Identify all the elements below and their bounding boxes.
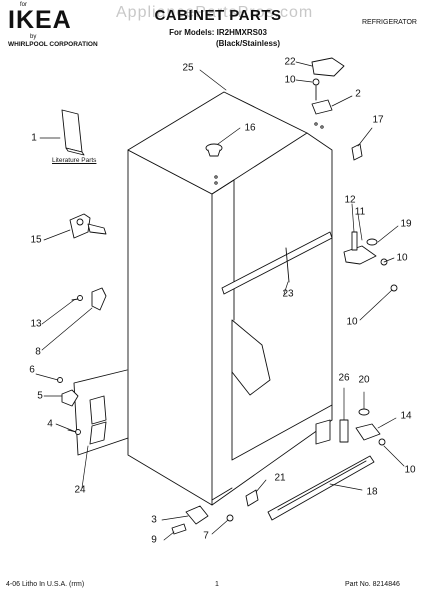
logo-for: for [20,2,28,8]
callout-3: 3 [151,514,157,526]
leader-lines [35,61,405,541]
page-title: CABINET PARTS [154,7,282,24]
callout-16: 16 [244,122,256,134]
callout-24: 24 [74,484,86,496]
toe-grille-icon [267,455,375,521]
bottom-bracket-icon [71,287,107,311]
logo-corporation: WHIRLPOOL CORPORATION [8,41,98,48]
callout-6: 6 [29,364,35,376]
callout-21: 21 [274,472,286,484]
callout-1: 1 [31,132,37,144]
rear-clip-icon [67,395,107,445]
callout-10-bottom: 10 [404,464,416,476]
callout-10-center: 10 [396,252,408,264]
callout-10-mid: 10 [346,316,358,328]
callout-13: 13 [30,318,42,330]
callout-22: 22 [284,56,296,68]
callout-17: 17 [372,114,384,126]
watermark: AppliancePartsPros.com [116,4,314,21]
callout-26: 26 [338,372,350,384]
callout-11: 11 [354,206,366,218]
rear-panel-edge [73,369,129,456]
leveling-leg-icon [171,505,234,535]
callout-19: 19 [400,218,412,230]
callout-25: 25 [182,62,194,74]
callout-7: 7 [203,530,209,542]
callout-2: 2 [355,88,361,100]
footer-part-number: Part No. 8214846 [345,581,400,588]
callout-23: 23 [282,288,294,300]
callout-8: 8 [35,346,41,358]
callout-12: 12 [344,194,356,206]
variant-line: (Black/Stainless) [215,39,281,48]
literature-parts-label: Literature Parts [52,157,97,164]
callout-18: 18 [366,486,378,498]
callout-4: 4 [47,418,53,430]
callout-15: 15 [30,234,42,246]
callout-10-top: 10 [284,74,296,86]
callout-20: 20 [358,374,370,386]
handle-clip-icon [351,143,363,161]
top-hinge-icon [311,57,345,115]
callout-9: 9 [151,534,157,546]
cabinet-body [127,91,333,506]
brand-logo: IKEA [8,6,72,34]
category-label: REFRIGERATOR [362,19,417,26]
plug-icon [205,143,223,157]
footer-page-number: 1 [215,581,219,588]
callout-5: 5 [37,390,43,402]
callout-14: 14 [400,410,412,422]
hinge-cover-icon [69,213,107,239]
logo-by: by [30,34,37,40]
center-hinge-icon [343,231,398,292]
model-line: For Models: IR2HMXRS03 [169,28,267,37]
literature-booklet-icon [61,109,85,156]
footer-litho: 4-06 Litho In U.S.A. (rrm) [6,581,85,588]
bottom-hinge-icon [315,408,386,446]
clip-icon [245,489,259,507]
